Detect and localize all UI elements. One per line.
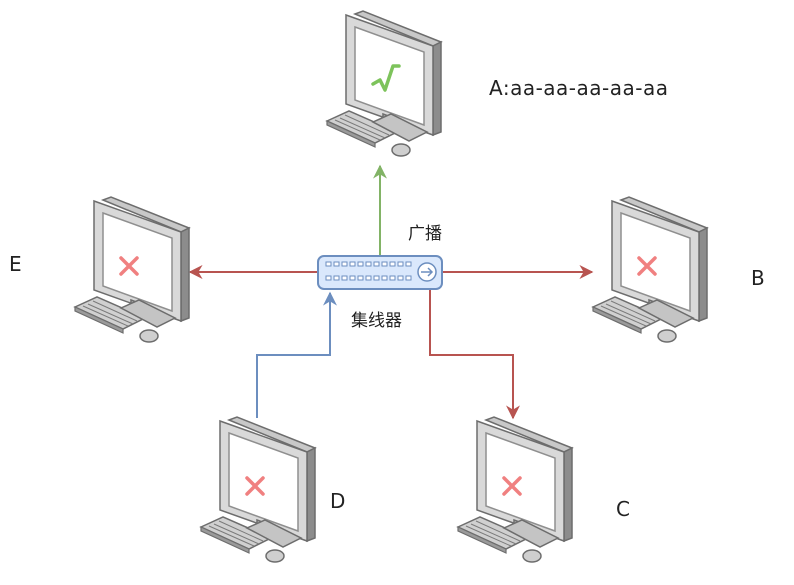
node-label-c: C: [616, 497, 630, 521]
check-mark-icon: [371, 64, 401, 92]
edge-d-to-hub: [256, 291, 337, 418]
computer-a: [326, 10, 442, 157]
computer-e: [74, 196, 190, 343]
edge-hub-to-c: [429, 289, 520, 420]
hub-label: 集线器: [351, 311, 402, 331]
hub-device: [317, 255, 443, 290]
mac-address-label-a: A:aa-aa-aa-aa-aa: [489, 76, 669, 100]
node-label-e: E: [9, 252, 22, 276]
broadcast-label: 广播: [408, 224, 442, 244]
computer-d: [200, 416, 316, 563]
node-label-d: D: [330, 489, 346, 513]
node-label-b: B: [751, 266, 765, 290]
computer-c: [457, 416, 573, 563]
computer-b: [592, 196, 708, 343]
